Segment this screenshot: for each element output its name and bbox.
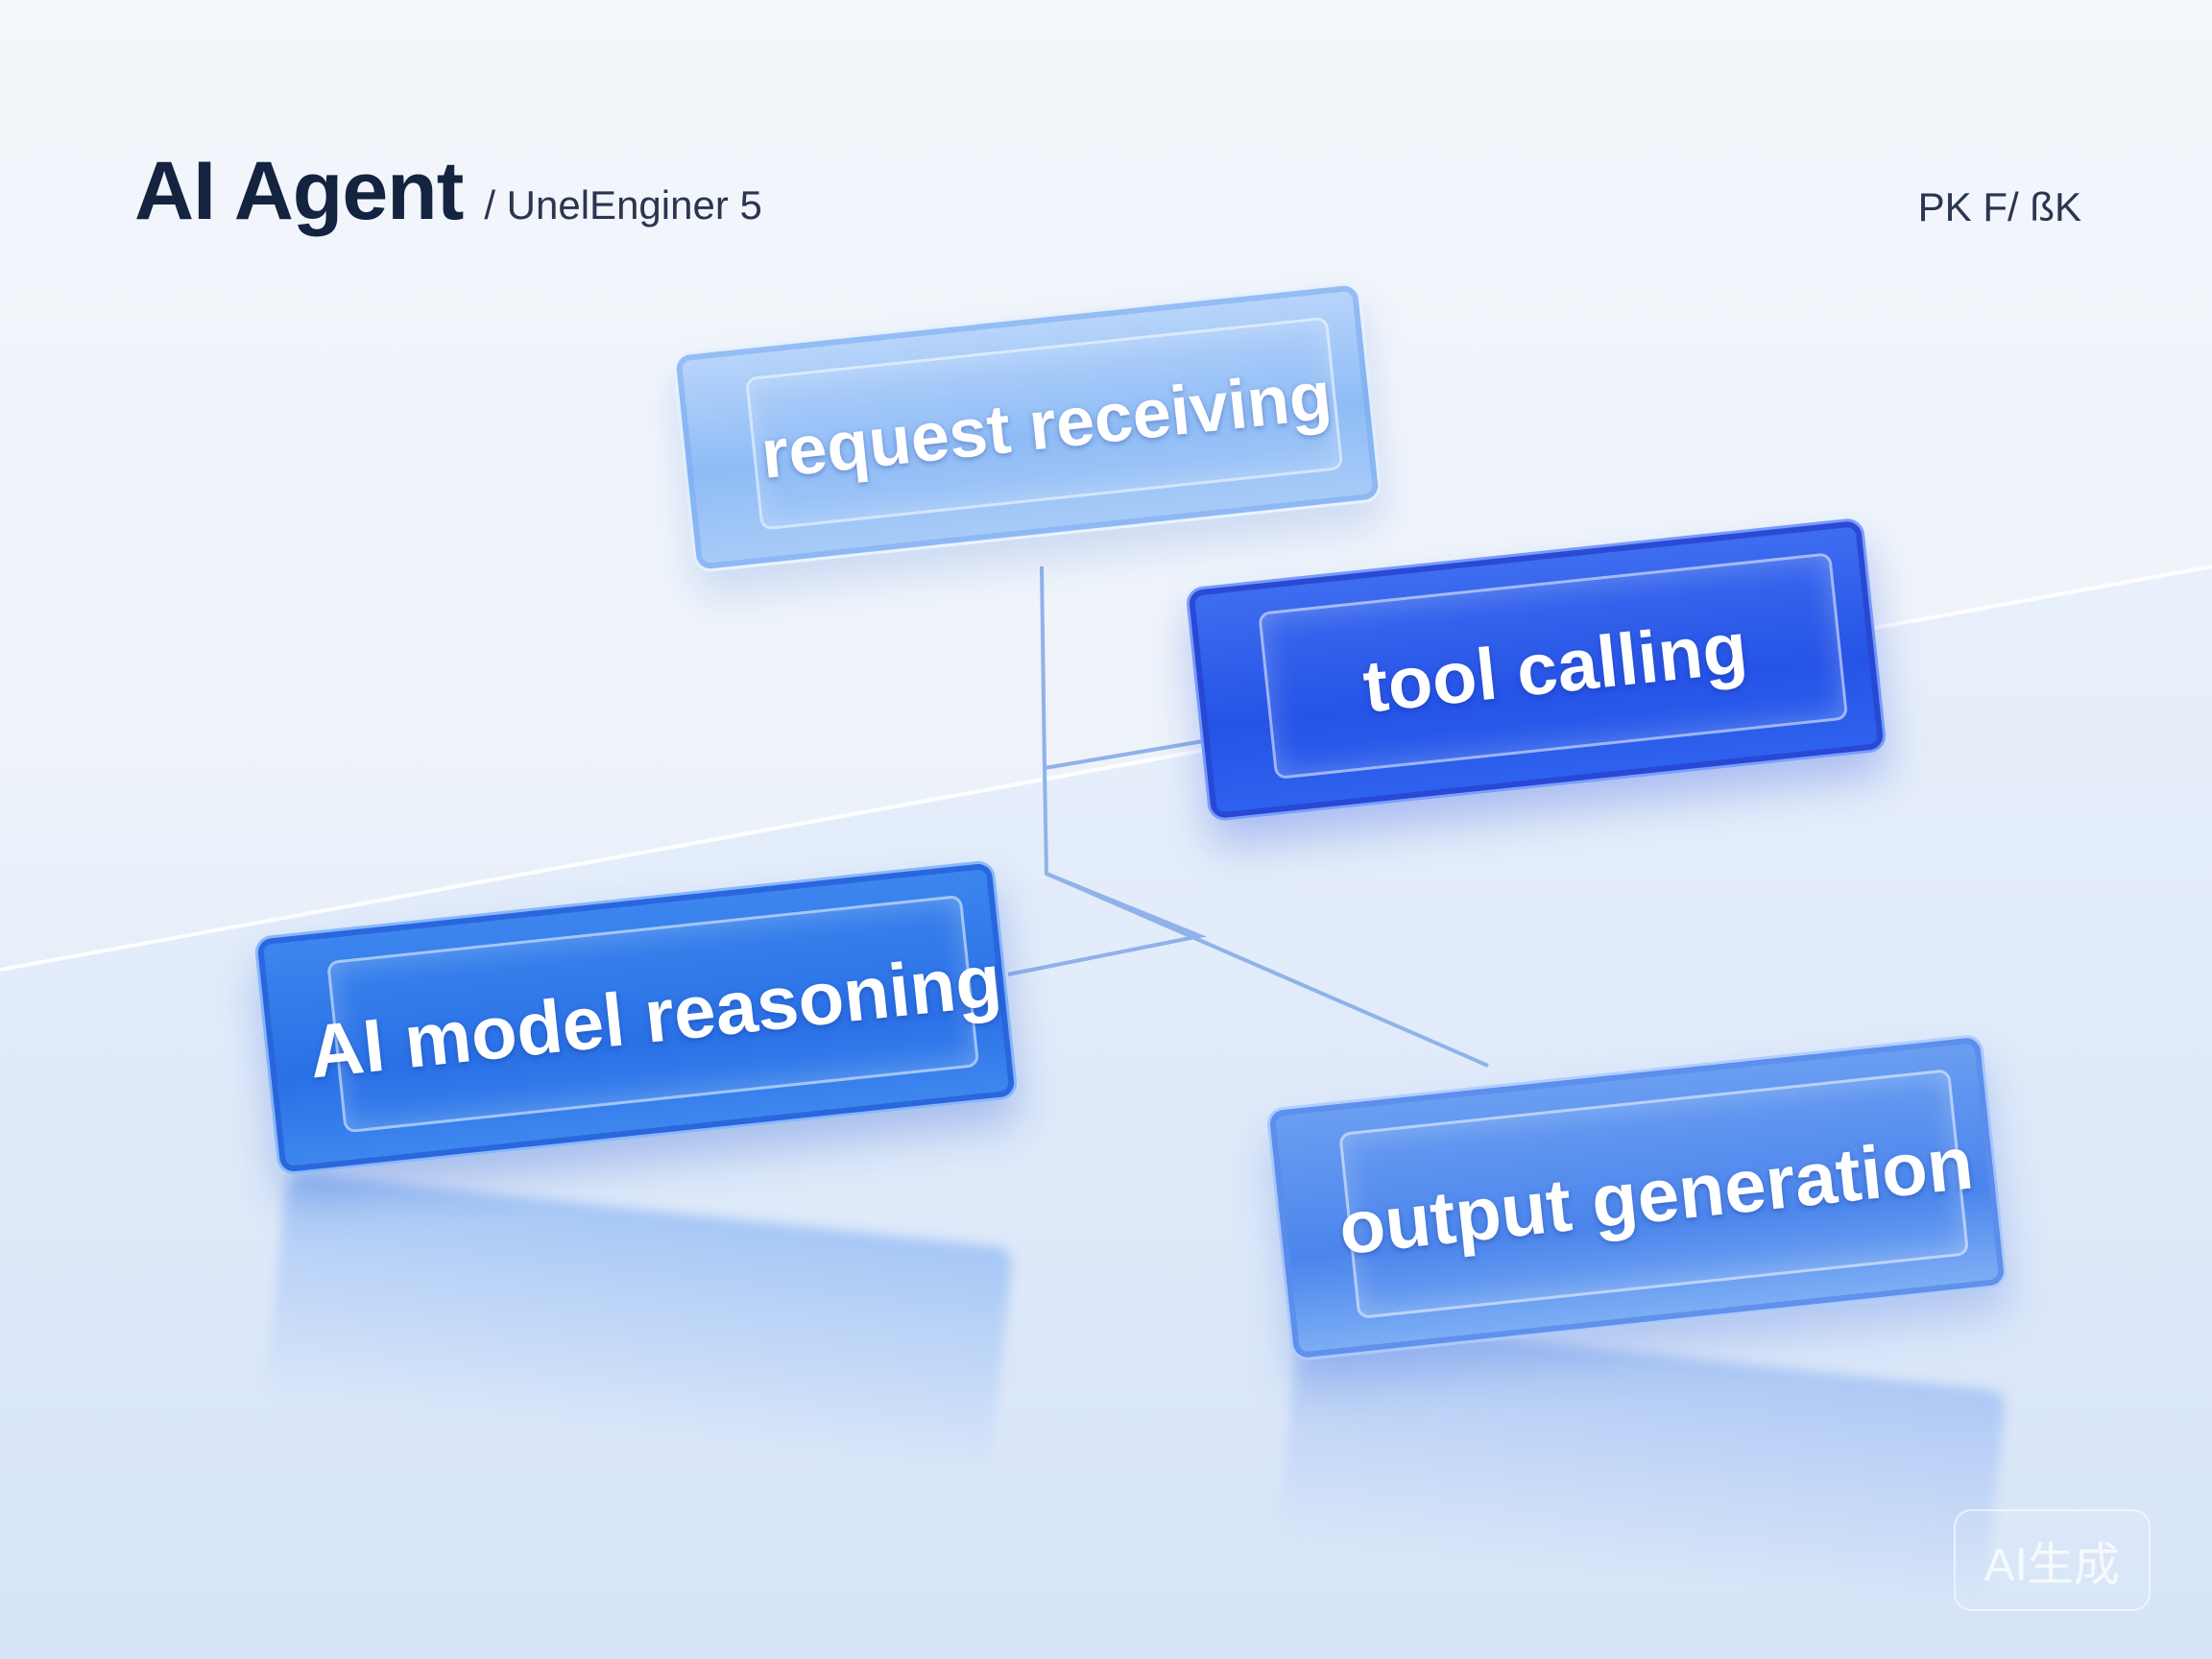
page-subtitle: / UnelEnginer 5 xyxy=(484,182,762,228)
page-title-group: AI Agent / UnelEnginer 5 xyxy=(134,144,762,239)
connector-request-output xyxy=(1046,872,1489,1068)
connector-request-reasoning xyxy=(1007,767,1207,976)
watermark-badge: AI生成 xyxy=(1953,1509,2151,1611)
page-title: AI Agent xyxy=(134,145,464,237)
header-right-text: PK F/ ßK xyxy=(1917,184,2081,229)
